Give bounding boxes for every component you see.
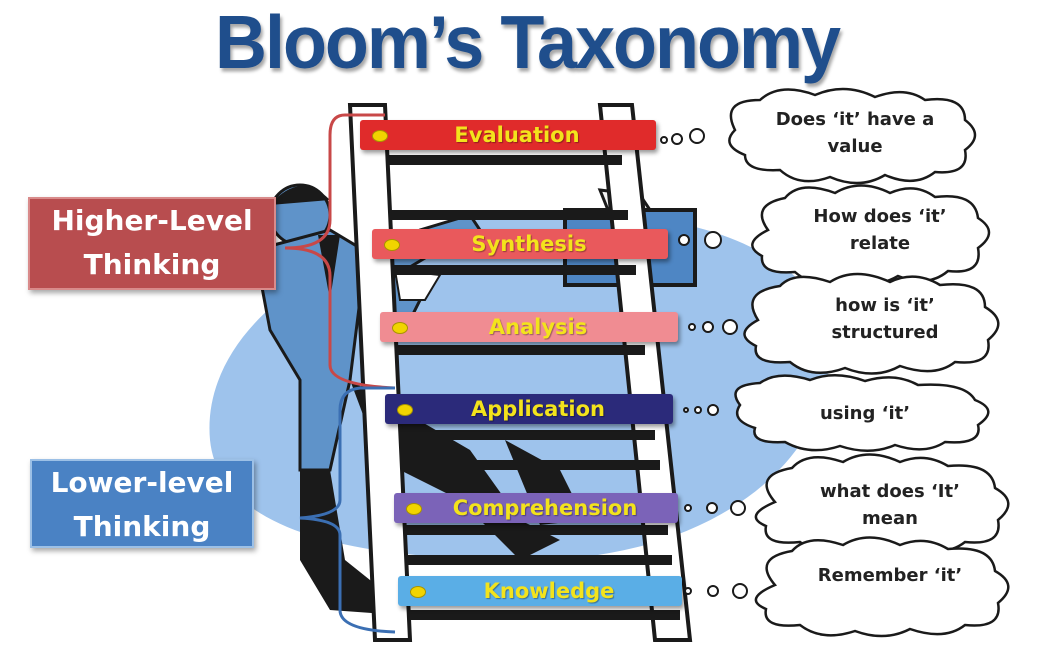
level-label: Analysis	[488, 315, 588, 339]
thought-clouds	[728, 87, 1010, 638]
thought-bubble-dots	[659, 128, 748, 599]
level-bar-knowledge: Knowledge	[398, 576, 682, 606]
lower-level-thinking-box: Lower-level Thinking	[30, 459, 254, 548]
question-analysis: how is ‘it’ structured	[831, 295, 939, 343]
cloud-analysis	[743, 272, 1000, 375]
bullet-icon	[410, 586, 426, 598]
cloud-evaluation	[728, 87, 977, 185]
higher-level-bracket	[284, 113, 396, 390]
cloud-knowledge	[754, 536, 1010, 638]
higher-level-thinking-box: Higher-Level Thinking	[28, 197, 276, 290]
higher-level-thinking-label: Higher-Level Thinking	[51, 204, 253, 281]
lower-level-bracket	[299, 386, 396, 634]
level-label: Knowledge	[483, 579, 615, 603]
level-label: Comprehension	[452, 496, 638, 520]
bullet-icon	[397, 404, 413, 416]
level-bar-evaluation: Evaluation	[360, 120, 656, 150]
question-evaluation: Does ‘it’ have a value	[775, 109, 935, 157]
level-label: Evaluation	[454, 123, 580, 147]
level-label: Application	[471, 397, 605, 421]
bullet-icon	[372, 130, 388, 142]
question-knowledge: Remember ‘it’	[817, 565, 963, 586]
level-bar-synthesis: Synthesis	[372, 229, 668, 259]
cloud-synthesis	[751, 184, 991, 285]
cloud-comprehension	[754, 453, 1010, 555]
lower-level-thinking-label: Lower-level Thinking	[50, 466, 234, 543]
level-bar-comprehension: Comprehension	[394, 493, 678, 523]
level-bar-analysis: Analysis	[380, 312, 678, 342]
question-comprehension: what does ‘It’ mean	[820, 481, 960, 529]
question-synthesis: How does ‘it’ relate	[813, 206, 947, 254]
cloud-application	[734, 374, 990, 452]
page-title: Bloom’s Taxonomy	[214, 1, 841, 86]
level-label: Synthesis	[471, 232, 587, 256]
bullet-icon	[384, 239, 400, 251]
bullet-icon	[392, 322, 408, 334]
bullet-icon	[406, 503, 422, 515]
question-application: using ‘it’	[819, 403, 911, 424]
level-bar-application: Application	[385, 394, 673, 424]
